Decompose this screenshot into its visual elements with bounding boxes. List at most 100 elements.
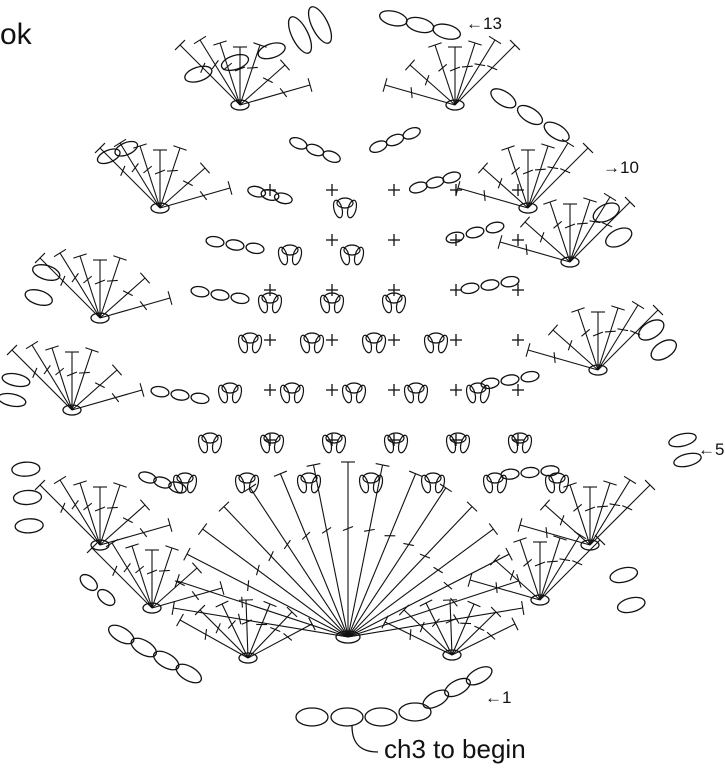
double-crochet-top	[540, 500, 549, 510]
double-crochet-bar	[547, 561, 558, 562]
chain-oval	[603, 224, 635, 251]
double-crochet-top	[54, 476, 66, 483]
double-crochet-top	[489, 36, 501, 43]
double-crochet-bar	[284, 633, 292, 640]
picot-oval	[558, 474, 570, 493]
double-crochet-bar	[242, 597, 243, 608]
double-crochet-stitch	[348, 507, 472, 637]
chain-oval	[460, 282, 479, 295]
double-crochet-bar	[79, 372, 90, 373]
chain-oval	[431, 21, 462, 41]
picot-oval	[479, 384, 491, 403]
picot-oval	[361, 334, 373, 353]
double-crochet-stitch	[426, 603, 452, 655]
start-pointer-line	[352, 726, 378, 752]
picot-oval	[437, 334, 449, 353]
double-crochet-top	[26, 341, 38, 348]
chain-oval	[210, 289, 229, 302]
double-crochet-bar	[420, 622, 424, 632]
double-crochet-bar	[540, 232, 544, 242]
chain-oval	[405, 15, 436, 35]
chain-oval	[425, 175, 445, 190]
double-crochet-bar	[223, 63, 231, 70]
title-fragment: ok	[0, 18, 32, 52]
row-1-marker: ←1	[485, 688, 511, 708]
double-crochet-bar	[280, 88, 287, 97]
picot-oval	[507, 434, 519, 453]
picot-oval	[381, 294, 393, 313]
picot-oval	[332, 199, 344, 218]
double-crochet-bar	[410, 629, 411, 640]
double-crochet-top	[624, 476, 636, 483]
double-crochet-stitch	[200, 40, 240, 105]
double-crochet-top	[198, 523, 206, 534]
double-crochet-bar	[247, 67, 258, 68]
chain-oval	[520, 370, 539, 383]
double-crochet-bar	[526, 244, 527, 255]
double-crochet-top	[468, 601, 481, 607]
chain-oval	[167, 480, 187, 495]
double-crochet-top	[264, 601, 277, 606]
double-crochet-stitch	[100, 148, 160, 208]
double-crochet-top	[216, 601, 229, 607]
double-crochet-bar	[112, 393, 119, 402]
chain-oval	[230, 292, 249, 305]
chain-oval	[77, 571, 100, 593]
double-crochet-stitch	[120, 143, 160, 208]
double-crochet-bar	[523, 559, 531, 566]
double-crochet-stitch	[248, 604, 270, 658]
chain-oval	[667, 431, 697, 449]
double-crochet-bar	[420, 554, 430, 558]
double-crochet-bar	[560, 515, 564, 525]
picot-oval	[544, 474, 556, 493]
double-crochet-bar	[61, 276, 65, 286]
double-crochet-bar	[263, 78, 273, 83]
double-crochet-stitch	[452, 624, 515, 655]
double-crochet-top	[443, 600, 457, 601]
double-crochet-bar	[462, 66, 473, 67]
row-10-marker: →10	[603, 158, 639, 178]
double-crochet-top	[405, 60, 414, 70]
picot-cluster-group	[172, 198, 570, 494]
chain-oval	[173, 660, 204, 686]
picot-oval	[277, 246, 289, 265]
double-crochet-bar	[553, 221, 561, 228]
picot-oval	[197, 434, 209, 453]
chain-oval	[128, 634, 159, 660]
row-5-marker: ←5	[698, 440, 724, 460]
picot-oval	[403, 384, 415, 403]
chain-oval	[15, 518, 44, 534]
double-crochet-bar	[205, 629, 206, 640]
picot-oval	[465, 384, 477, 403]
double-crochet-bar	[228, 621, 235, 629]
double-crochet-bar	[201, 63, 205, 73]
chain-oval	[485, 220, 505, 234]
double-crochet-top	[112, 365, 121, 375]
double-crochet-bar	[167, 170, 178, 171]
double-crochet-bar	[270, 627, 280, 631]
chain-oval	[608, 565, 639, 585]
picot-oval	[234, 474, 246, 493]
picot-oval	[248, 474, 260, 493]
double-crochet-stitch	[32, 345, 72, 410]
picot-oval	[291, 246, 303, 265]
double-crochet-stitch	[173, 608, 348, 637]
double-crochet-stitch	[455, 45, 515, 105]
picot-oval	[395, 294, 407, 313]
double-crochet-bar	[602, 223, 612, 227]
chain-oval	[399, 703, 431, 721]
picot-oval	[423, 334, 435, 353]
picot-oval	[279, 384, 291, 403]
double-crochet-bar	[535, 169, 546, 170]
double-crochet-stitch	[180, 620, 248, 658]
picot-oval	[293, 384, 305, 403]
chain-oval	[170, 389, 189, 402]
double-crochet-bar	[248, 580, 249, 591]
double-crochet-bar	[140, 301, 147, 310]
double-crochet-top	[574, 531, 586, 538]
double-crochet-bar	[438, 64, 446, 71]
picot-oval	[372, 474, 384, 493]
chain-oval	[225, 239, 244, 252]
picot-oval	[482, 474, 494, 493]
double-crochet-bar	[107, 507, 118, 508]
